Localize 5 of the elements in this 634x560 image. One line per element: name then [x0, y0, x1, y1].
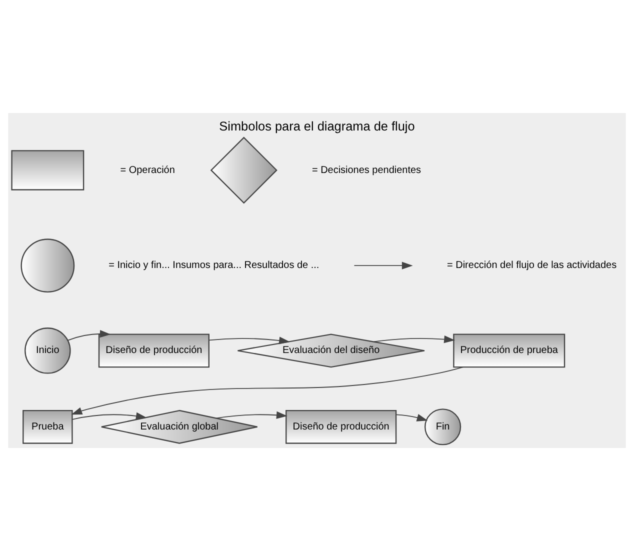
node-label: = Inicio y fin... Insumos para... Resultados de ... — [108, 260, 320, 271]
node-label: = Decisiones pendientes — [312, 164, 422, 176]
legend-label: = Dirección del flujo de las actividades — [447, 260, 617, 271]
node-label: = Operación — [120, 164, 175, 176]
diagram-title: Simbolos para el diagrama de flujo — [219, 118, 415, 133]
